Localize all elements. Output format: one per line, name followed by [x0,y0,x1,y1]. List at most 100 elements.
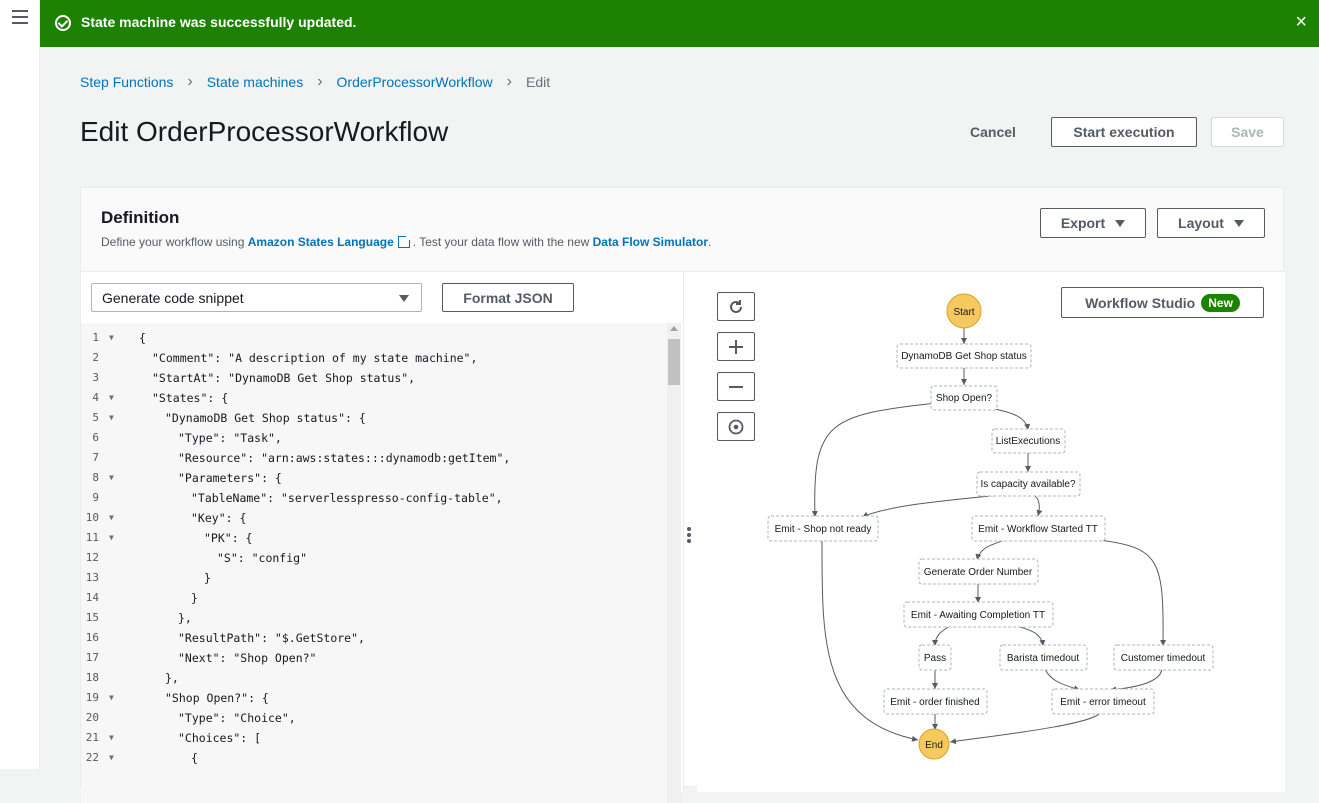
fold-toggle-icon[interactable]: ▼ [109,513,114,522]
fold-toggle-icon[interactable]: ▼ [109,333,114,342]
code-line[interactable]: 21▼"Choices": [ [81,728,665,748]
scroll-thumb[interactable] [668,339,680,385]
code-line[interactable]: 8▼"Parameters": { [81,468,665,488]
code-line[interactable]: 4▼"States": { [81,388,665,408]
code-line[interactable]: 1▼{ [81,328,665,348]
code-line[interactable]: 2"Comment": "A description of my state m… [81,348,665,368]
node-customer-timedout[interactable]: Customer timedout [1113,644,1214,671]
data-flow-simulator-link[interactable]: Data Flow Simulator [592,235,708,249]
export-dropdown[interactable]: Export [1040,208,1146,238]
export-label: Export [1060,215,1106,231]
svg-text:Emit - Workflow Started TT: Emit - Workflow Started TT [978,524,1098,535]
code-line[interactable]: 9"TableName": "serverlesspresso-config-t… [81,488,665,508]
breadcrumb-state-machines[interactable]: State machines [206,74,304,90]
fold-toggle-icon[interactable]: ▼ [109,473,114,482]
node-generate-order-number[interactable]: Generate Order Number [918,558,1039,585]
success-flash-banner: State machine was successfully updated. … [40,0,1319,47]
code-line[interactable]: 16"ResultPath": "$.GetStore", [81,628,665,648]
layout-label: Layout [1178,215,1224,231]
scroll-up-icon[interactable] [670,326,678,331]
svg-text:Start: Start [953,307,974,318]
fold-toggle-icon[interactable]: ▼ [109,413,114,422]
breadcrumb-workflow[interactable]: OrderProcessorWorkflow [336,74,493,90]
code-line[interactable]: 17"Next": "Shop Open?" [81,648,665,668]
save-button[interactable]: Save [1211,117,1284,147]
new-badge: New [1201,293,1240,312]
code-text: "Type": "Choice", [178,711,296,725]
chevron-right-icon: › [317,73,323,90]
fold-toggle-icon[interactable]: ▼ [109,693,114,702]
editor-scrollbar[interactable] [667,323,681,803]
code-text: "Resource": "arn:aws:states:::dynamodb:g… [178,451,511,465]
cancel-button[interactable]: Cancel [970,124,1016,140]
breadcrumb-step-functions[interactable]: Step Functions [80,74,174,90]
external-link-icon[interactable] [397,235,411,248]
code-text: "States": { [152,391,229,405]
node-get-shop-status[interactable]: DynamoDB Get Shop status [896,343,1032,369]
code-line[interactable]: 12"S": "config" [81,548,665,568]
code-line[interactable]: 18}, [81,668,665,688]
node-awaiting-completion[interactable]: Emit - Awaiting Completion TT [903,601,1054,628]
svg-text:Emit - Awaiting Completion TT: Emit - Awaiting Completion TT [911,610,1045,621]
definition-header: Definition Define your workflow using Am… [81,188,1283,272]
start-node[interactable]: Start [946,293,982,329]
start-execution-button[interactable]: Start execution [1051,117,1197,147]
code-line[interactable]: 6"Type": "Task", [81,428,665,448]
line-number: 9 [92,491,99,504]
node-barista-timedout[interactable]: Barista timedout [999,644,1088,671]
code-line[interactable]: 11▼"PK": { [81,528,665,548]
code-text: { [139,331,146,345]
code-line[interactable]: 5▼"DynamoDB Get Shop status": { [81,408,665,428]
code-line[interactable]: 13} [81,568,665,588]
code-editor[interactable]: 1▼{2"Comment": "A description of my stat… [81,323,675,803]
edge [811,402,937,518]
code-line[interactable]: 10▼"Key": { [81,508,665,528]
node-order-finished[interactable]: Emit - order finished [883,688,988,715]
fold-toggle-icon[interactable]: ▼ [109,733,114,742]
code-text: { [191,751,198,765]
code-text: "ResultPath": "$.GetStore", [178,631,365,645]
node-shop-open[interactable]: Shop Open? [930,385,998,411]
line-number: 7 [92,451,99,464]
refresh-icon[interactable] [717,292,755,321]
code-line[interactable]: 19▼"Shop Open?": { [81,688,665,708]
node-error-timeout[interactable]: Emit - error timeout [1051,688,1155,715]
chevron-right-icon: › [187,73,193,90]
asl-link[interactable]: Amazon States Language [247,235,394,249]
center-icon[interactable] [717,412,755,441]
page-title: Edit OrderProcessorWorkflow [80,116,449,147]
code-line[interactable]: 3"StartAt": "DynamoDB Get Shop status", [81,368,665,388]
code-text: }, [165,671,179,685]
fold-toggle-icon[interactable]: ▼ [109,533,114,542]
fold-toggle-icon[interactable]: ▼ [109,393,114,402]
svg-text:ListExecutions: ListExecutions [996,436,1060,447]
code-line[interactable]: 20 "Type": "Choice", [81,708,665,728]
zoom-out-icon[interactable] [717,372,755,401]
code-line[interactable]: 15}, [81,608,665,628]
breadcrumb-current: Edit [526,74,551,90]
close-icon[interactable]: × [1295,11,1307,33]
code-line[interactable]: 7 "Resource": "arn:aws:states:::dynamodb:… [81,448,665,468]
menu-icon[interactable] [12,10,28,24]
fold-toggle-icon[interactable]: ▼ [109,753,114,762]
code-line[interactable]: 14} [81,588,665,608]
node-pass[interactable]: Pass [918,644,952,671]
pane-resize-handle[interactable] [687,527,693,549]
zoom-in-icon[interactable] [717,332,755,361]
generate-snippet-select[interactable]: Generate code snippet [91,283,422,312]
node-list-executions[interactable]: ListExecutions [991,428,1066,454]
flash-message: State machine was successfully updated. [81,14,357,30]
node-capacity-available[interactable]: Is capacity available? [976,471,1081,497]
workflow-graph: Start DynamoDB Get Shop status Shop Open… [767,293,1214,760]
format-json-button[interactable]: Format JSON [442,283,574,312]
edge [989,407,1031,431]
line-number: 20 [85,711,99,724]
svg-text:Shop Open?: Shop Open? [936,393,993,404]
svg-text:Pass: Pass [924,653,946,664]
layout-dropdown[interactable]: Layout [1157,208,1265,238]
node-shop-not-ready[interactable]: Emit - Shop not ready [767,515,879,542]
node-workflow-started[interactable]: Emit - Workflow Started TT [971,515,1106,542]
code-line[interactable]: 22▼{ [81,748,665,768]
end-node[interactable]: End [918,728,950,760]
